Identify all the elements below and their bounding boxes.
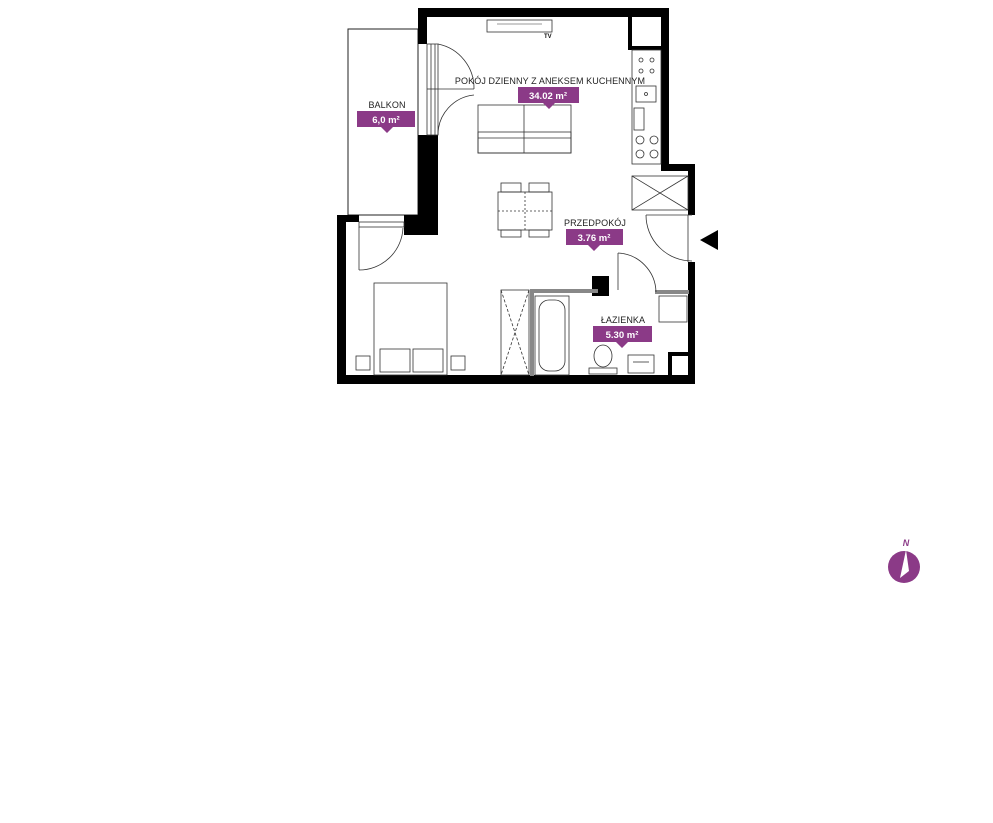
entry-door [645,214,693,262]
svg-text:6,0 m²: 6,0 m² [372,115,399,126]
north-arrow-icon [900,550,909,578]
room-label-bathroom: ŁAZIENKA 5.30 m² [593,315,652,348]
svg-text:5.30 m²: 5.30 m² [606,330,639,341]
sofa [477,104,572,154]
bathroom-door [617,252,657,293]
balcony [347,28,419,216]
bathtub [534,295,570,376]
dining-table [497,182,553,238]
washing-machine [658,295,688,323]
svg-text:BALKON: BALKON [368,100,405,110]
bed [355,282,466,376]
svg-text:ŁAZIENKA: ŁAZIENKA [601,315,645,325]
svg-text:PRZEDPOKÓJ: PRZEDPOKÓJ [564,218,626,228]
room-label-living: POKÓJ DZIENNY Z ANEKSEM KUCHENNYM 34.02 … [455,76,645,109]
balcony-doors [426,43,475,136]
bedroom-wardrobe [500,289,530,376]
washbasin [627,354,655,374]
compass: N [888,538,920,583]
toilet [588,344,618,375]
partition-walls [341,219,689,376]
tv-label: TV [544,34,552,40]
kitchen-counter [631,49,689,211]
svg-text:POKÓJ DZIENNY Z ANEKSEM KUCHEN: POKÓJ DZIENNY Z ANEKSEM KUCHENNYM [455,76,645,86]
svg-text:34.02 m²: 34.02 m² [529,91,567,102]
bedroom-door [358,221,405,271]
tv: TV [486,19,553,40]
compass-label: N [903,538,910,548]
room-label-hall: PRZEDPOKÓJ 3.76 m² [564,218,626,251]
room-label-balcony: BALKON 6,0 m² [357,100,415,133]
svg-text:3.76 m²: 3.76 m² [578,233,611,244]
exterior-walls [337,8,695,384]
entrance-arrow-icon [700,230,718,250]
